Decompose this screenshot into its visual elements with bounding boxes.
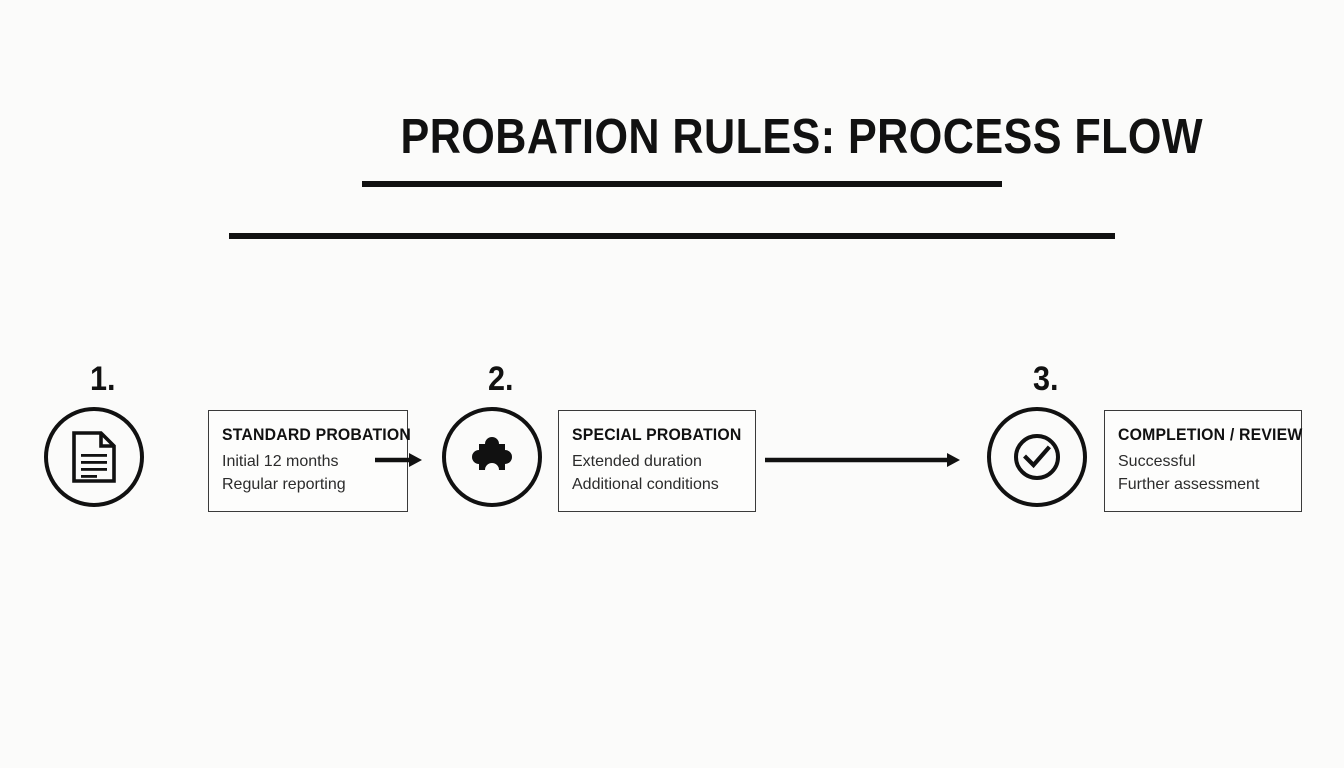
step-2-card[interactable]: SPECIAL PROBATION Extended duration Addi… [558, 410, 756, 512]
step-3-card[interactable]: COMPLETION / REVIEW Successful Further a… [1104, 410, 1302, 512]
step-2-detail-line-1: Extended duration [572, 453, 702, 470]
step-3-icon-circle [987, 407, 1087, 507]
step-1-card[interactable]: STANDARD PROBATION Initial 12 months Reg… [208, 410, 411, 512]
step-2-icon-circle [442, 407, 542, 507]
header-divider [229, 233, 1115, 239]
document-icon [71, 430, 117, 484]
title-underline [362, 181, 1002, 187]
step-3-number: 3. [1033, 360, 1059, 398]
step-1-detail-line-1: Initial 12 months [222, 453, 339, 470]
step-2-card-title: SPECIAL PROBATION [572, 425, 742, 444]
arrow-step2-to-step3 [765, 452, 961, 468]
step-3-card-details: Successful Further assessment [1118, 450, 1301, 496]
step-2-card-details: Extended duration Additional conditions [572, 450, 755, 496]
step-1-detail-line-2: Regular reporting [222, 476, 346, 493]
arrow-step1-to-step2 [375, 452, 423, 468]
step-1-number: 1. [90, 360, 116, 398]
step-3-detail-line-2: Further assessment [1118, 476, 1260, 493]
step-2-detail-line-2: Additional conditions [572, 476, 719, 493]
step-1-card-title: STANDARD PROBATION [222, 425, 411, 444]
check-circle-icon [1010, 430, 1064, 484]
step-3-card-title: COMPLETION / REVIEW [1118, 425, 1303, 444]
puzzle-piece-icon [466, 431, 518, 483]
step-2-number: 2. [488, 360, 514, 398]
step-1-card-details: Initial 12 months Regular reporting [222, 450, 407, 496]
step-1-icon-circle [44, 407, 144, 507]
step-3-detail-line-1: Successful [1118, 453, 1196, 470]
